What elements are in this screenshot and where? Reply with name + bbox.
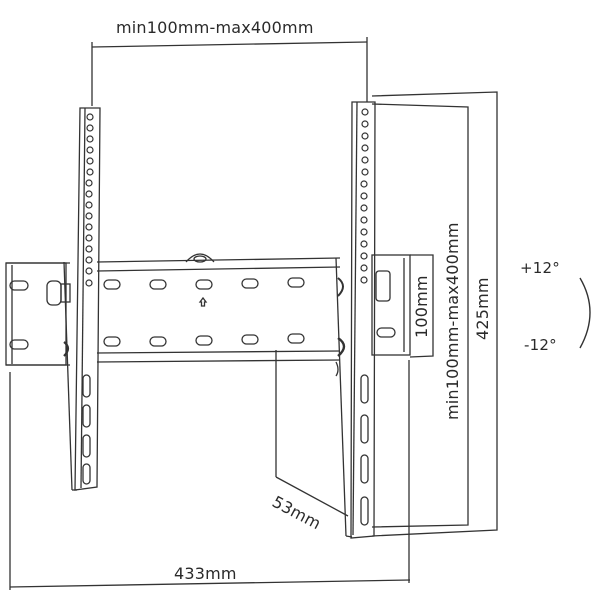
left-knob <box>46 280 71 357</box>
tilt-down-label: -12° <box>524 336 557 354</box>
wall-plate-slots <box>103 277 305 347</box>
total-height-label: 425mm <box>473 277 492 340</box>
right-rail-holes <box>360 108 369 284</box>
top-width-label: min100mm-max400mm <box>116 18 314 37</box>
left-vertical-rail <box>63 107 101 491</box>
plate-height-label: 100mm <box>412 275 431 338</box>
right-rail-slots <box>360 374 369 526</box>
wall-plate-left-ear <box>5 262 67 366</box>
left-rail-holes <box>85 113 94 287</box>
right-dimension-lines <box>371 91 498 537</box>
top-dimension-line <box>91 37 368 106</box>
right-vertical-rail <box>335 101 376 539</box>
wall-plate-right-ear <box>371 254 411 356</box>
depth-dimension-line <box>275 350 349 517</box>
tilt-arc <box>579 277 591 349</box>
right-range-label: min100mm-max400mm <box>443 222 462 420</box>
cross-bars <box>6 257 341 366</box>
tilt-up-label: +12° <box>520 259 560 277</box>
lock-tab <box>185 253 215 263</box>
bottom-width-label: 433mm <box>174 564 237 583</box>
left-rail-slots <box>82 374 91 485</box>
bottom-dimension-line <box>9 360 411 590</box>
